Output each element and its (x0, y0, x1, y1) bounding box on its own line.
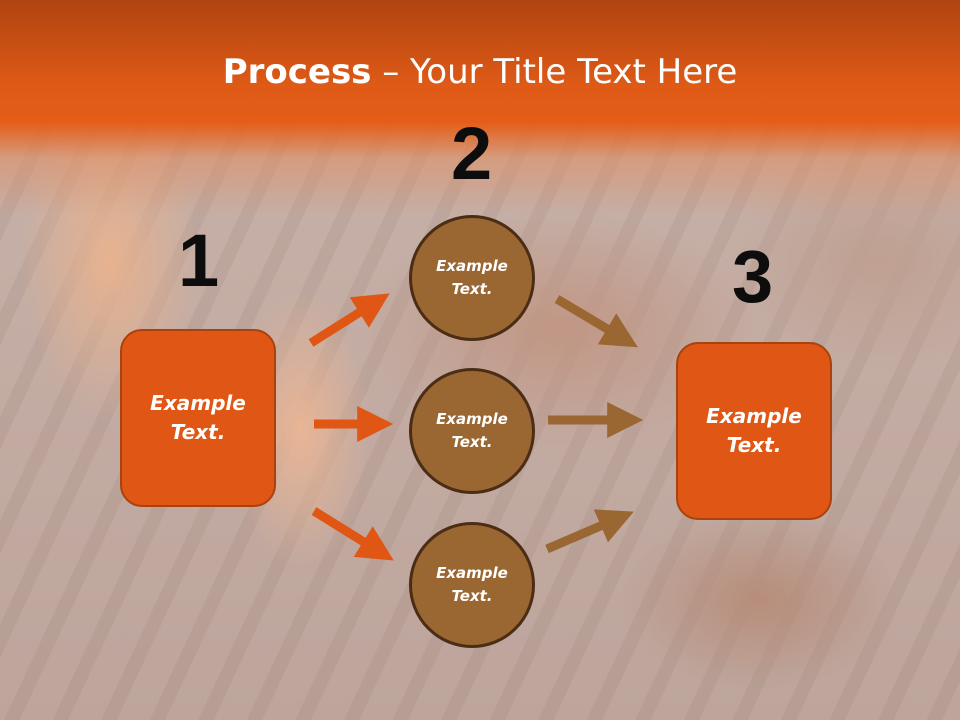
step-3-text-line1: Example (706, 404, 802, 428)
circle-bottom-text-line1: Example (436, 564, 508, 582)
step-2-circle-top: Example Text. (409, 215, 535, 341)
arrow-down-right-icon (554, 295, 638, 348)
circle-middle-text-line2: Text. (451, 433, 493, 451)
arrow-up-right-icon (545, 509, 634, 554)
step-3-box: Example Text. (676, 342, 832, 520)
step-number-3: 3 (732, 235, 774, 318)
step-number-1: 1 (178, 219, 220, 302)
step-2-circle-bottom: Example Text. (409, 522, 535, 648)
title-bold-part: Process (222, 52, 372, 92)
arrow-down-right-icon (311, 507, 394, 561)
circle-top-text-line2: Text. (451, 280, 493, 298)
title-rest-part: – Your Title Text Here (371, 52, 738, 92)
step-1-box: Example Text. (120, 329, 276, 507)
step-3-text-line2: Text. (726, 433, 782, 457)
arrow-up-right-icon (308, 293, 390, 347)
slide-title: Process – Your Title Text Here (0, 52, 960, 92)
step-number-2: 2 (451, 112, 493, 195)
step-2-circle-middle: Example Text. (409, 368, 535, 494)
circle-bottom-text-line2: Text. (451, 587, 493, 605)
circle-top-text-line1: Example (436, 257, 508, 275)
circle-middle-text-line1: Example (436, 410, 508, 428)
step-1-text-line2: Text. (170, 420, 226, 444)
step-1-text-line1: Example (150, 391, 246, 415)
